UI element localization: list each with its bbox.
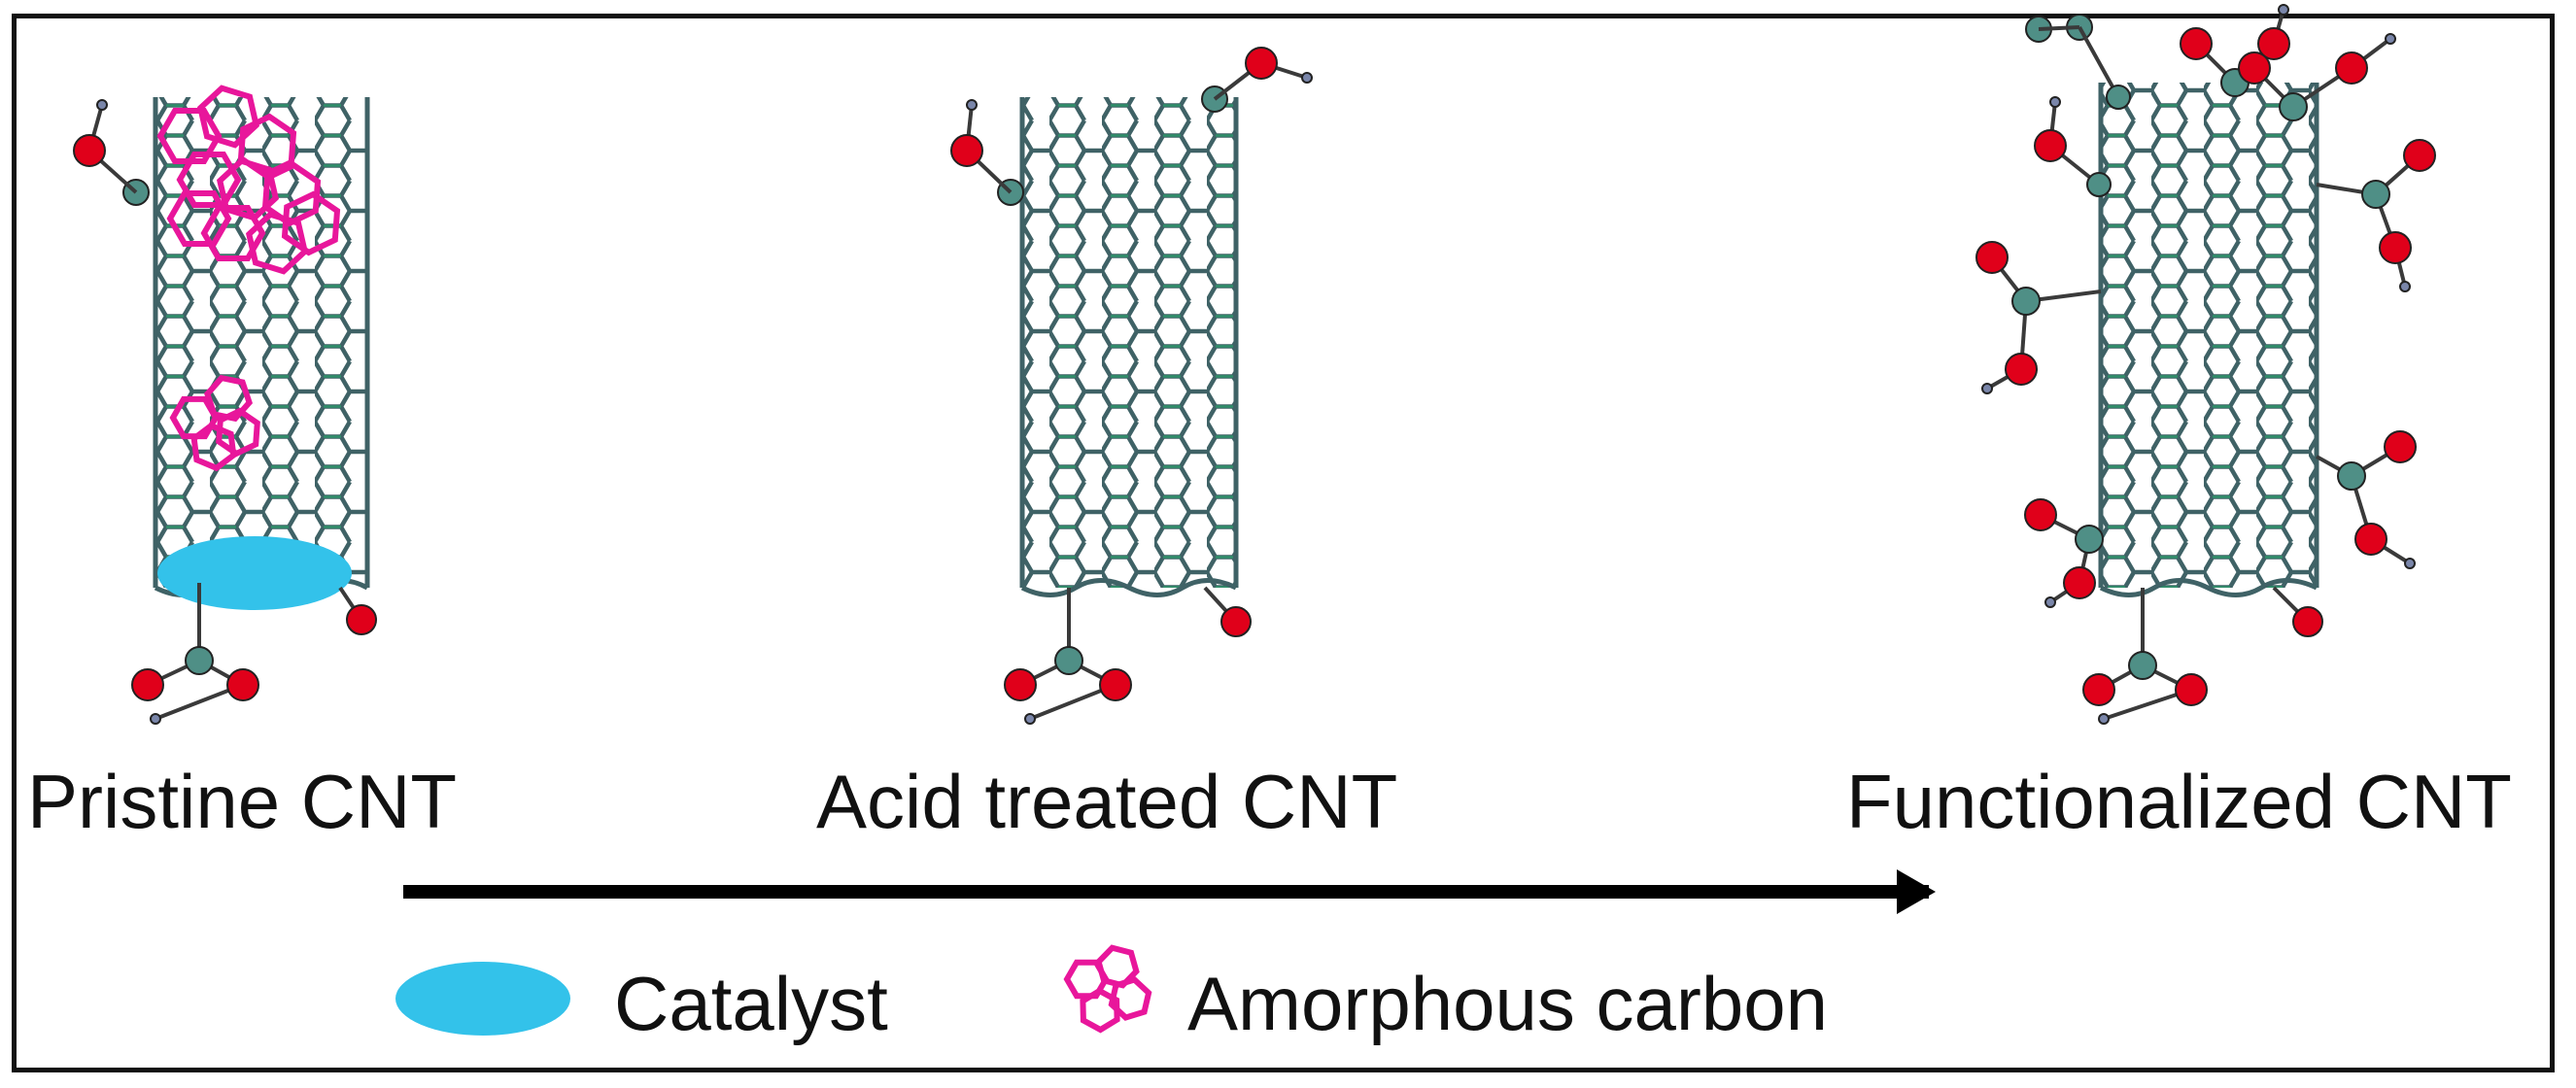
bond bbox=[2078, 26, 2120, 98]
oxygen-atom bbox=[1004, 668, 1037, 701]
amorphous-ring bbox=[216, 407, 260, 458]
bond bbox=[2038, 25, 2080, 31]
carbon-atom bbox=[185, 646, 214, 675]
catalyst-legend-label: Catalyst bbox=[614, 961, 888, 1046]
oxygen-atom bbox=[2005, 353, 2038, 386]
catalyst-particle bbox=[157, 536, 352, 610]
oxygen-atom bbox=[1220, 606, 1252, 637]
pristine-nanotube bbox=[153, 97, 370, 597]
amorphous-ring bbox=[261, 161, 322, 227]
oxygen-atom bbox=[2082, 673, 2115, 706]
oxygen-atom bbox=[2292, 606, 2323, 637]
oxygen-atom bbox=[1245, 47, 1278, 80]
process-arrow-head bbox=[1897, 869, 1936, 914]
oxygen-atom bbox=[2257, 27, 2290, 60]
carbon-atom bbox=[2075, 525, 2104, 554]
hydrogen-atom bbox=[2098, 713, 2110, 725]
oxygen-atom bbox=[2034, 129, 2067, 162]
hydrogen-atom bbox=[1981, 383, 1993, 394]
oxygen-atom bbox=[2180, 27, 2213, 60]
oxygen-atom bbox=[950, 134, 983, 167]
amorphous-ring bbox=[166, 190, 232, 247]
amorphous-carbon-legend-icon bbox=[1063, 944, 1152, 1034]
oxygen-atom bbox=[1099, 668, 1132, 701]
amorphous-carbon-cluster bbox=[156, 85, 341, 275]
hydrogen-atom bbox=[2404, 558, 2416, 569]
hydrogen-atom bbox=[966, 99, 978, 111]
amorphous-ring bbox=[1080, 987, 1120, 1034]
carbon-atom bbox=[2106, 85, 2131, 110]
catalyst-legend-swatch bbox=[395, 962, 570, 1036]
carbon-atom bbox=[2361, 180, 2390, 209]
hydrogen-atom bbox=[2385, 33, 2396, 45]
acid-treated-cnt-label: Acid treated CNT bbox=[816, 759, 1398, 844]
carbon-atom bbox=[2086, 172, 2112, 197]
oxygen-atom bbox=[2403, 139, 2436, 172]
amorphous-ring bbox=[281, 190, 341, 256]
oxygen-atom bbox=[73, 134, 106, 167]
functionalized-cnt-label: Functionalized CNT bbox=[1846, 759, 2512, 844]
amorphous-ring bbox=[196, 85, 260, 149]
hydrogen-atom bbox=[1024, 713, 1036, 725]
amorphous-ring bbox=[245, 211, 309, 275]
oxygen-atom bbox=[1975, 241, 2009, 274]
amorphous-ring bbox=[190, 422, 237, 472]
amorphous-ring bbox=[200, 205, 266, 261]
oxygen-atom bbox=[2238, 51, 2271, 85]
carbon-atom bbox=[2279, 92, 2308, 121]
oxygen-atom bbox=[131, 668, 164, 701]
oxygen-atom bbox=[2335, 51, 2368, 85]
oxygen-atom bbox=[2024, 498, 2057, 531]
hydrogen-atom bbox=[2399, 281, 2411, 292]
carbon-atom bbox=[2011, 287, 2041, 316]
hydrogen-atom bbox=[96, 99, 108, 111]
amorphous-carbon-legend-label: Amorphous carbon bbox=[1187, 961, 1829, 1046]
hydrogen-atom bbox=[150, 713, 161, 725]
oxygen-atom bbox=[226, 668, 259, 701]
pristine-cnt-label: Pristine CNT bbox=[27, 759, 458, 844]
functional-groups bbox=[73, 4, 2436, 725]
amorphous-ring bbox=[169, 395, 220, 440]
oxygen-atom bbox=[2175, 673, 2208, 706]
figure-border bbox=[12, 14, 2555, 1072]
amorphous-carbon-cluster bbox=[169, 374, 260, 472]
hydrogen-atom bbox=[2049, 96, 2061, 108]
hydrogen-atom bbox=[2278, 4, 2289, 16]
oxygen-atom bbox=[346, 604, 377, 635]
amorphous-ring bbox=[204, 374, 253, 423]
oxygen-atom bbox=[2384, 430, 2417, 463]
oxygen-atom bbox=[2379, 231, 2412, 264]
oxygen-atom bbox=[2063, 566, 2096, 599]
amorphous-ring bbox=[237, 113, 297, 179]
oxygen-atom bbox=[2354, 523, 2387, 556]
acid-treated-nanotube bbox=[1019, 97, 1239, 597]
carbon-atom bbox=[2337, 461, 2366, 491]
amorphous-ring bbox=[1108, 976, 1152, 1021]
hydrogen-atom bbox=[1301, 72, 1313, 84]
functionalized-nanotube bbox=[2098, 83, 2319, 597]
carbon-atom bbox=[1054, 646, 1083, 675]
hydrogen-atom bbox=[2044, 596, 2056, 608]
carbon-atom bbox=[2128, 651, 2157, 680]
